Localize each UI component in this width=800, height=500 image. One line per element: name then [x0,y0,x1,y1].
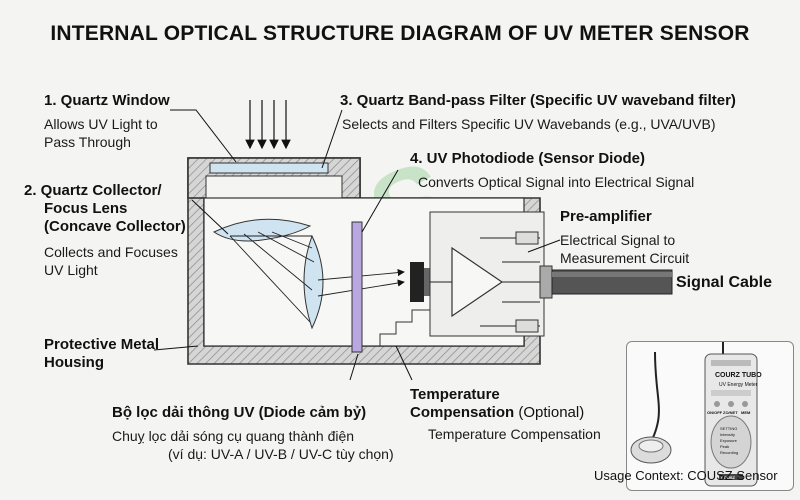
preamp-desc-1: Electrical Signal to [560,232,676,248]
temp-heading-2-text: Compensation [410,404,515,421]
preamp-desc-2: Measurement Circuit [560,250,690,266]
photodiode-desc: Converts Optical Signal into Electrical … [418,174,695,190]
device-brand: COURZ TUBO [715,372,762,379]
filter-heading: 3. Quartz Band-pass Filter (Specific UV … [340,92,736,109]
device-subtitle: UV Energy Meter [719,382,758,388]
temp-heading-2: Compensation (Optional) [410,404,584,421]
device-menu-1: SETTING [720,426,738,431]
signal-cable-label: Signal Cable [676,274,773,291]
vn-filter-desc-2: (ví dụ: UV-A / UV-B / UV-C tùy chọn) [168,446,394,462]
inset-illustration [630,342,758,487]
device-button-3: MEM [741,410,751,415]
device-menu-4: Peak [720,444,730,449]
vn-filter-desc-1: Chuỵ lọc dải sóng cụ quang thành điện [112,428,355,444]
housing-label-1: Protective Metal [44,336,160,353]
device-menu-5: Recording [720,450,739,455]
filter-desc: Selects and Filters Specific UV Waveband… [342,116,716,132]
photodiode [410,262,424,302]
temp-heading-1: Temperature [410,386,500,403]
device-button-1: ON/OFF [707,410,723,415]
device-badge: COUSZ [721,475,735,480]
incoming-light [245,100,291,150]
inset-caption: Usage Context: COUSZ Sensor [594,468,778,483]
quartz-window-desc-2: Pass Through [44,134,131,150]
device-menu-3: Exposure [720,438,737,443]
bandpass-filter [351,221,363,353]
preamp-heading: Pre-amplifier [560,208,652,225]
collector-desc-2: UV Light [44,262,98,278]
vn-filter-heading: Bộ lọc dải thông UV (Diode cảm bỷ) [112,404,367,421]
housing-label-2: Housing [44,354,104,371]
device-menu-2: Intensity [720,432,735,437]
temp-desc: Temperature Compensation [428,426,601,442]
cable-connector [539,265,553,299]
quartz-window-desc-1: Allows UV Light to [44,116,158,132]
page-title: INTERNAL OPTICAL STRUCTURE DIAGRAM OF UV… [50,22,750,45]
collector-desc-1: Collects and Focuses [44,244,178,260]
temp-compensation [379,309,430,346]
quartz-window-heading: 1. Quartz Window [44,92,170,109]
photodiode-heading: 4. UV Photodiode (Sensor Diode) [410,150,646,167]
quartz-window [209,162,329,174]
usage-inset: COURZ TUBO UV Energy Meter ON/OFF ZO/NET… [626,341,794,491]
temp-optional: (Optional) [514,404,585,421]
collector-heading-2: Focus Lens [44,200,128,217]
collector-heading-1: 2. Quartz Collector/ [24,182,162,199]
collector-heading-3: (Concave Collector) [44,218,186,235]
device-button-2: ZO/NET [723,410,738,415]
